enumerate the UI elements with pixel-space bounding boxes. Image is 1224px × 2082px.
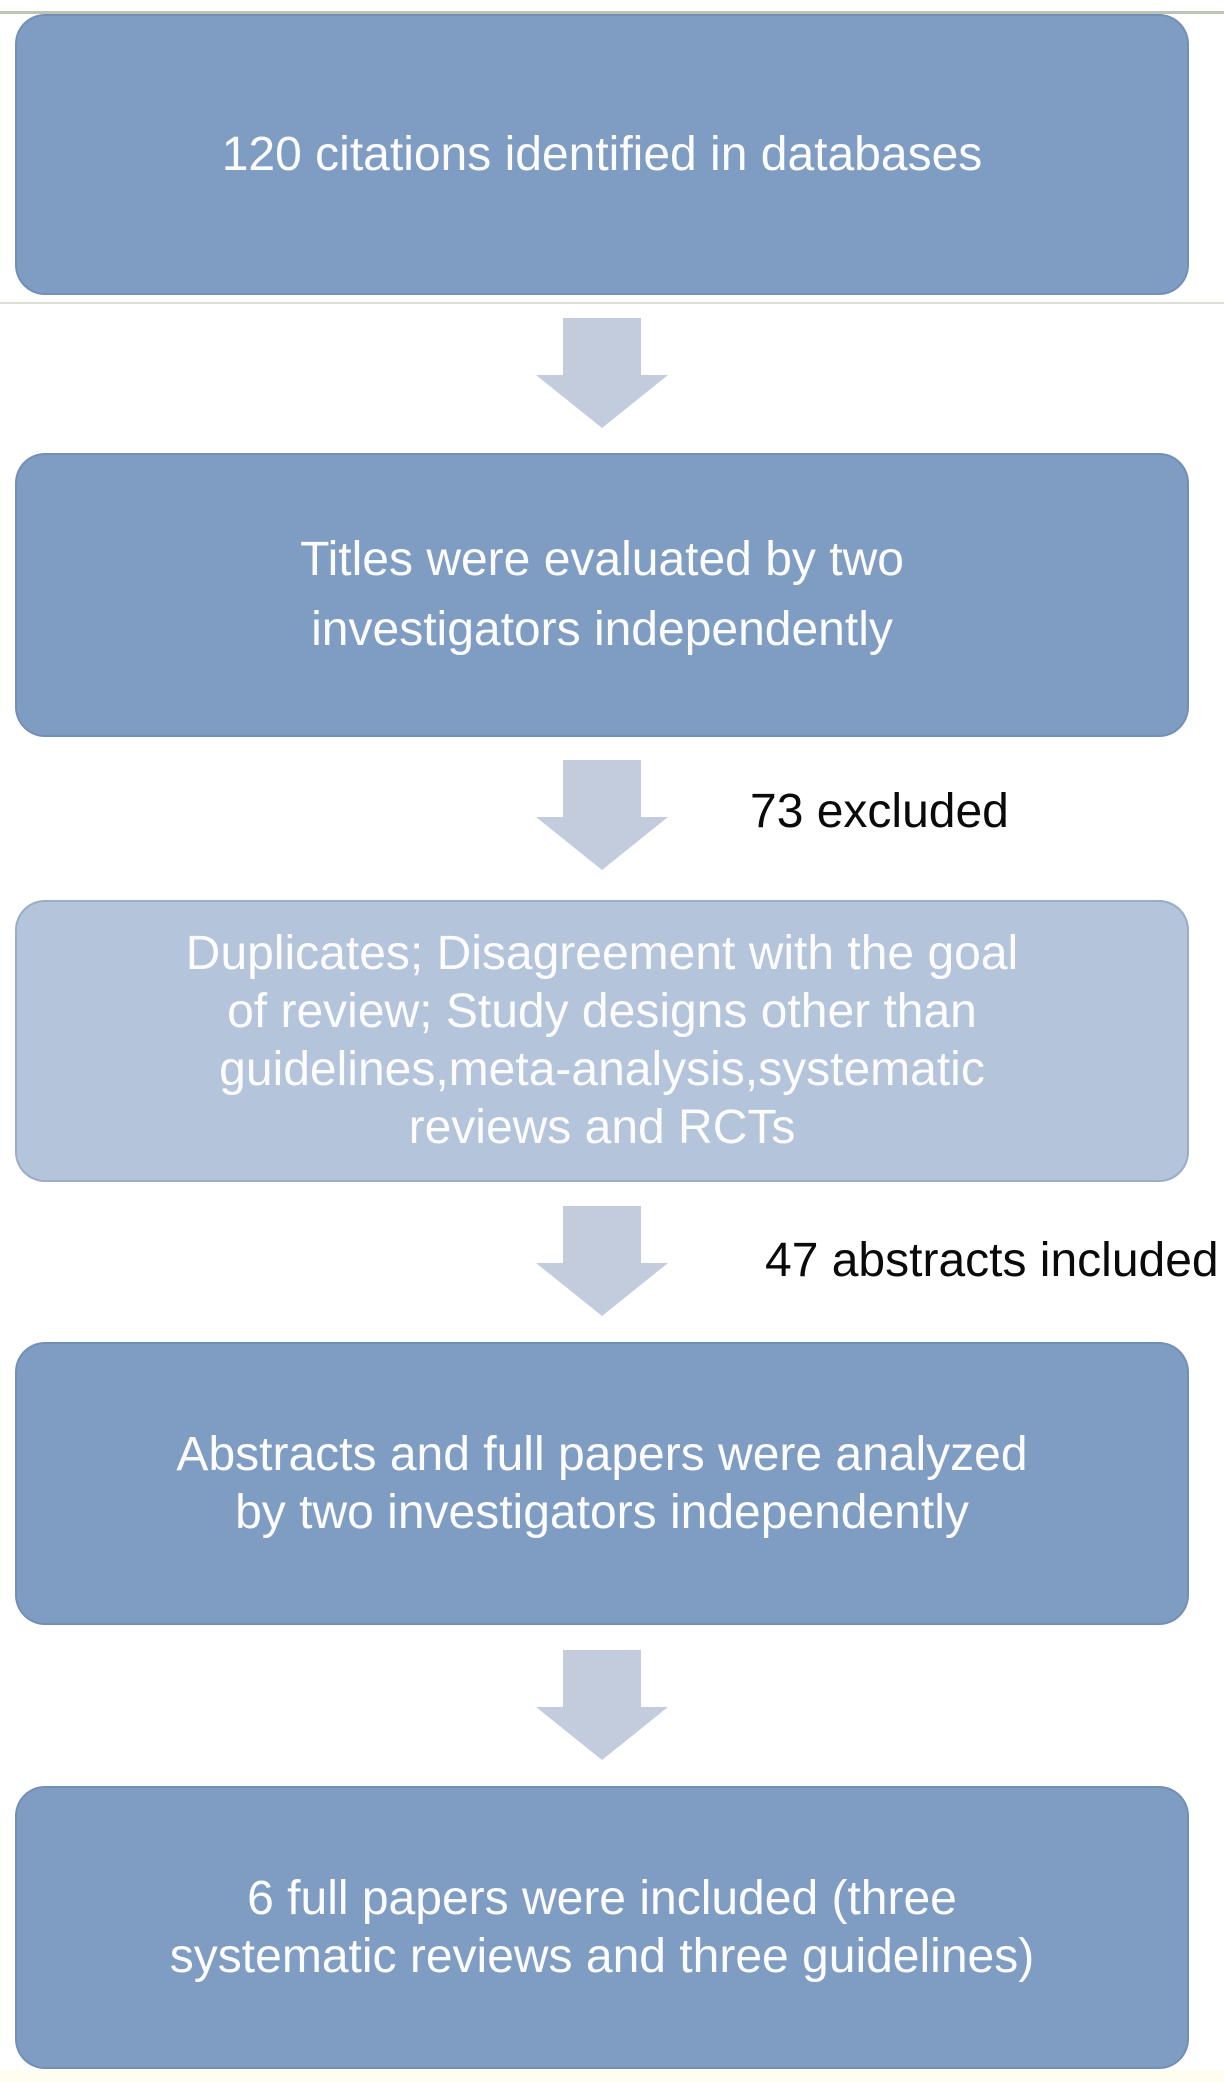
down-arrow-icon [536,760,668,870]
top-rule-line [0,11,1224,14]
box-full-papers-included: 6 full papers were included (three syste… [15,1786,1189,2069]
bottom-margin-strip [0,2070,1224,2082]
box-abstracts-analyzed: Abstracts and full papers were analyzed … [15,1342,1189,1625]
box-exclusion-reasons: Duplicates; Disagreement with the goal o… [15,900,1189,1182]
box-titles-evaluated-label: Titles were evaluated by two investigato… [300,533,904,656]
box-titles-evaluated: Titles were evaluated by two investigato… [15,453,1189,737]
mid-rule-line [0,302,1224,304]
box-exclusion-reasons-label: Duplicates; Disagreement with the goal o… [185,927,1019,1154]
down-arrow-icon [536,318,668,428]
box-citations-identified: 120 citations identified in databases [15,14,1189,295]
abstracts-included-count-label: 47 abstracts included [765,1234,1219,1287]
down-arrow-icon [536,1650,668,1760]
box-full-papers-included-label: 6 full papers were included (three syste… [169,1871,1035,1983]
box-abstracts-analyzed-label: Abstracts and full papers were analyzed … [176,1427,1028,1539]
box-citations-identified-label: 120 citations identified in databases [221,127,983,181]
down-arrow-icon [536,1206,668,1316]
excluded-count-label: 73 excluded [750,785,1009,838]
